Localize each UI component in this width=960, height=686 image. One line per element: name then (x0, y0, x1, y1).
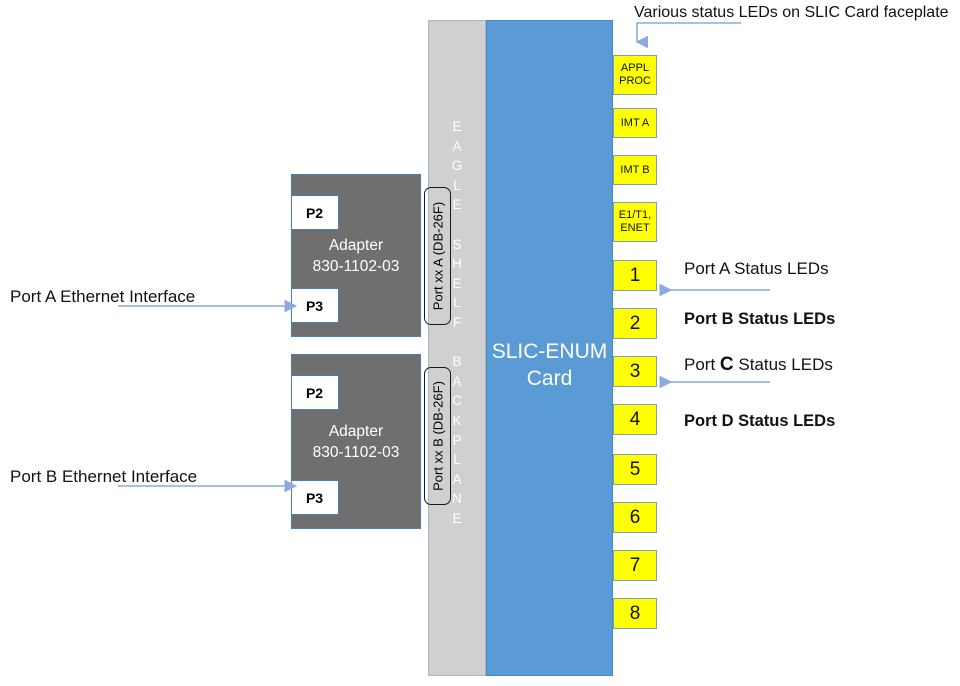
led-led-5: 5 (613, 454, 657, 485)
led-led-6: 6 (613, 502, 657, 533)
led-led-3: 3 (613, 356, 657, 387)
led-label-line1: 2 (629, 313, 641, 334)
callout-port-c-leds: Port C Status LEDs (684, 354, 833, 376)
led-label-line2: ENET (620, 222, 650, 234)
led-led-1: 1 (613, 260, 657, 291)
led-e1t1-enet: E1/T1,ENET (613, 202, 657, 242)
callout-port-b-leds: Port B Status LEDs (684, 310, 836, 328)
led-label-line1: 5 (629, 459, 641, 480)
backplane-label: E A G L E S H E L F B A C K P L A N E (451, 119, 463, 526)
led-imt-a: IMT A (613, 108, 657, 138)
led-label-line1: 1 (629, 265, 641, 286)
adapter-b-p3-connector: P3 (290, 480, 339, 515)
eagle-shelf-backplane: E A G L E S H E L F B A C K P L A N E (428, 20, 486, 676)
led-led-8: 8 (613, 598, 657, 629)
led-label-line1: APPL (620, 62, 650, 74)
led-led-2: 2 (613, 308, 657, 339)
adapter-b-p2-connector: P2 (290, 375, 339, 410)
led-label-line1: IMT A (620, 116, 650, 129)
led-label-line1: 4 (629, 409, 641, 430)
adapter-part-number: 830-1102-03 (312, 443, 400, 461)
slic-card-label: SLIC-ENUM Card (487, 338, 612, 392)
led-label-line1: 8 (629, 603, 641, 624)
slic-card-label-line1: SLIC-ENUM (491, 340, 608, 363)
callout-port-d-leds: Port D Status LEDs (684, 412, 836, 430)
callout-text-pre: Port (684, 355, 720, 374)
adapter-name: Adapter (328, 236, 384, 254)
adapter-b-label: Adapter 830-1102-03 (292, 421, 420, 463)
led-imt-b: IMT B (613, 155, 657, 185)
led-led-4: 4 (613, 404, 657, 435)
adapter-part-number: 830-1102-03 (312, 257, 400, 275)
callout-port-a-eth: Port A Ethernet Interface (10, 287, 196, 306)
callout-text-post: Status LEDs (733, 355, 833, 374)
led-label-line2: PROC (619, 75, 651, 87)
adapter-name: Adapter (328, 422, 384, 440)
callout-port-a-leds: Port A Status LEDs (684, 259, 829, 278)
led-led-7: 7 (613, 550, 657, 581)
led-label-line1: IMT B (620, 163, 650, 176)
led-label-line1: E1/T1, (618, 209, 652, 221)
led-label-line1: 7 (629, 555, 641, 576)
adapter-a-p3-connector: P3 (290, 288, 339, 323)
callout-port-b-eth: Port B Ethernet Interface (10, 467, 198, 486)
led-label-line1: 6 (629, 507, 641, 528)
slic-card-label-line2: Card (526, 367, 573, 390)
port-a-db: Port xx A (DB-26F) (424, 187, 451, 325)
callout-port-letter: C (719, 354, 734, 375)
arrow-top-note (635, 22, 741, 49)
adapter-a-p2-connector: P2 (290, 195, 339, 230)
led-label-line1: 3 (629, 361, 641, 382)
adapter-a-label: Adapter 830-1102-03 (292, 235, 420, 277)
port-b-db: Port xx B (DB-26F) (424, 367, 451, 505)
slic-enum-card: SLIC-ENUM Card (486, 20, 613, 676)
top-note-label: Various status LEDs on SLIC Card facepla… (634, 4, 949, 21)
